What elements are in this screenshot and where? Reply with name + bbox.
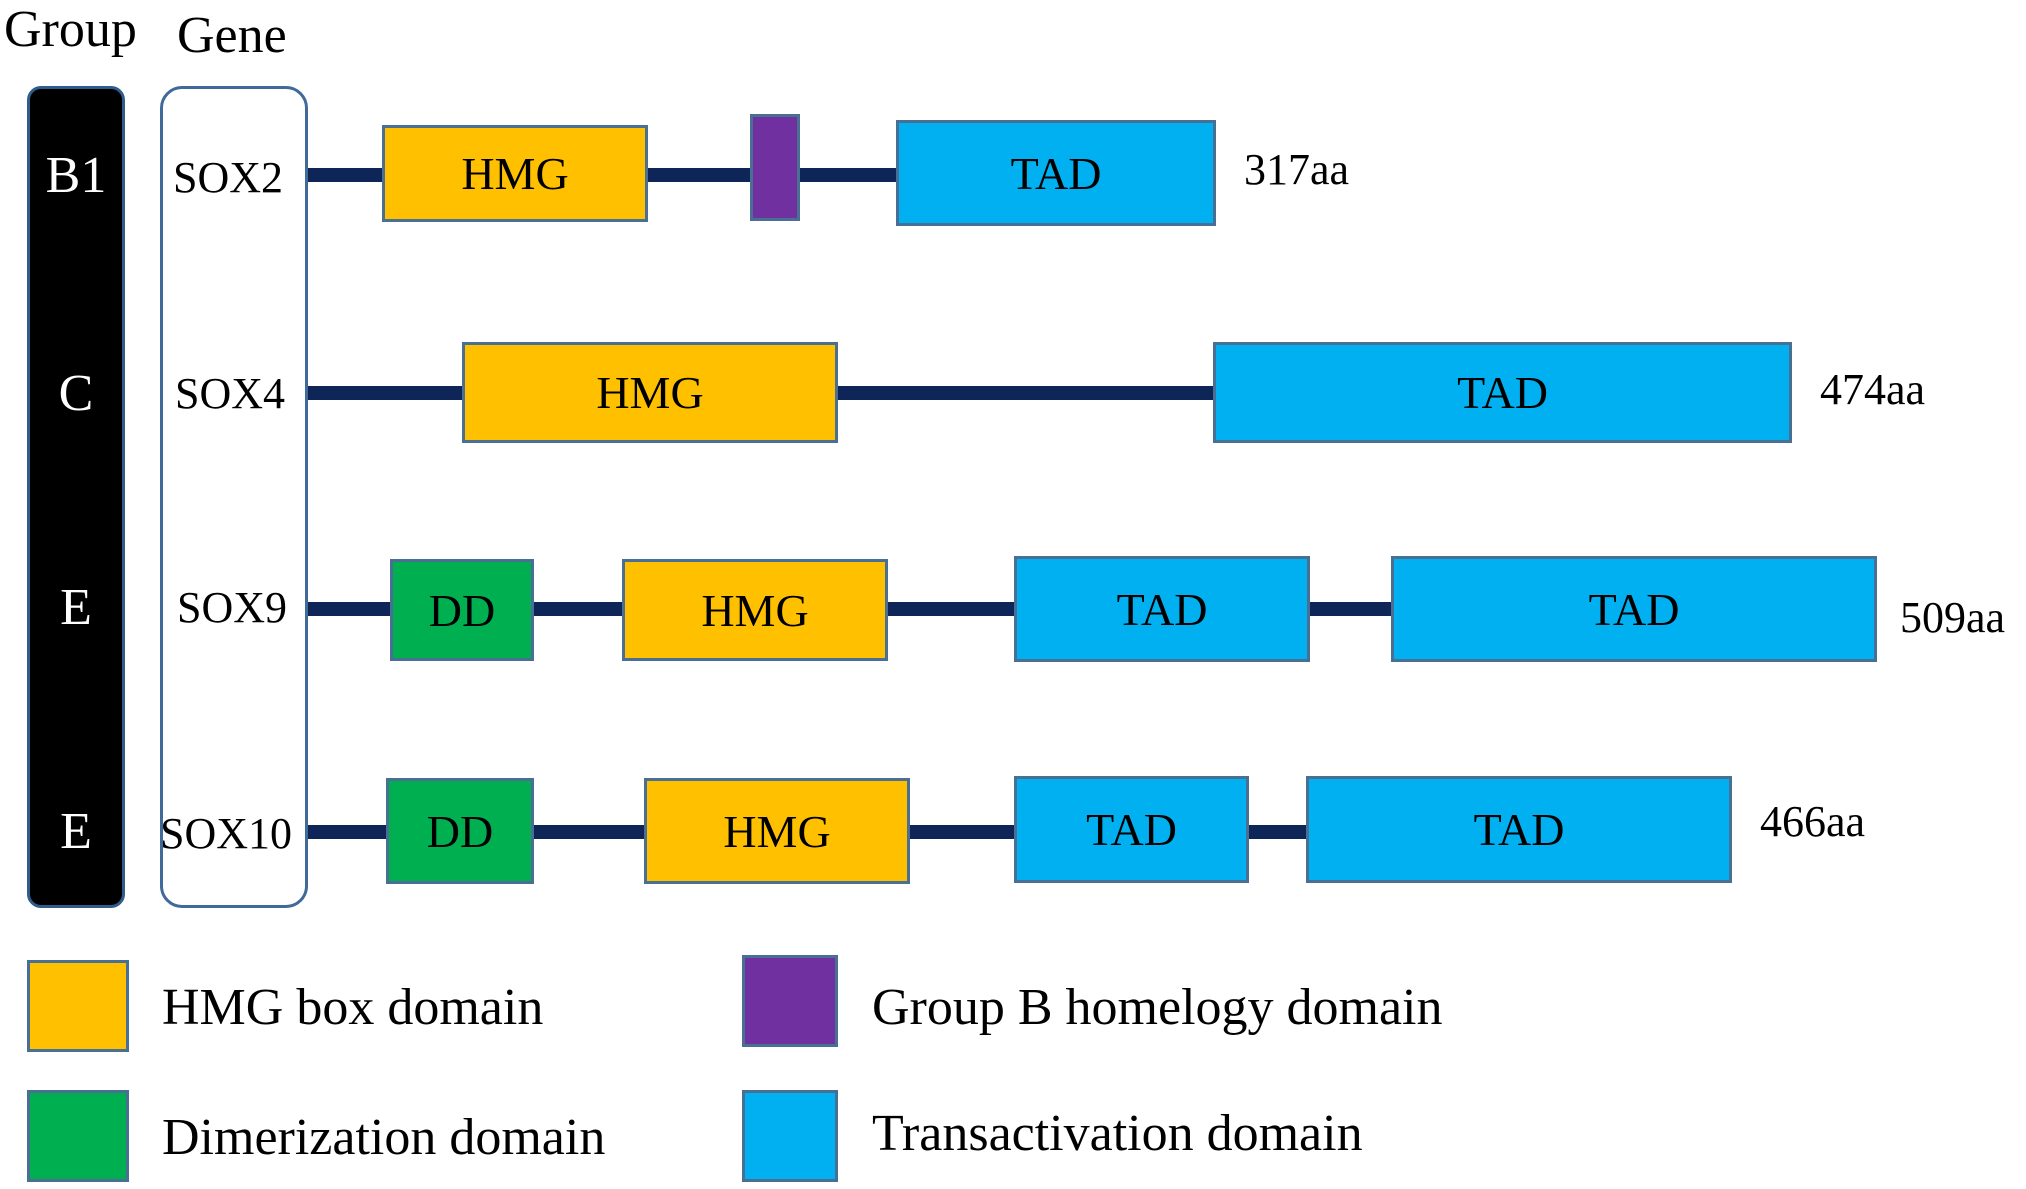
sox10-hmg-domain: HMG <box>644 778 910 884</box>
gene-label-sox9: SOX9 <box>177 583 288 632</box>
sox2-tad-domain: TAD <box>896 120 1216 226</box>
gene-label-sox4: SOX4 <box>175 369 286 418</box>
legend-swatch-hmg <box>27 960 129 1052</box>
domain-label: HMG <box>701 584 809 636</box>
domain-label: TAD <box>1116 583 1208 635</box>
domain-label: TAD <box>1473 804 1565 855</box>
sox9-dd-domain: DD <box>390 559 534 661</box>
domain-label: HMG <box>461 148 569 199</box>
legend-label-hmg: HMG box domain <box>162 979 544 1036</box>
sox10-length: 466aa <box>1760 797 1866 846</box>
legend-label-dd: Dimerization domain <box>162 1109 606 1166</box>
sox9-tad-domain-1: TAD <box>1014 556 1310 662</box>
sox4-tad-domain: TAD <box>1213 342 1792 443</box>
sox4-hmg-domain: HMG <box>462 342 838 443</box>
domain-label: HMG <box>723 805 831 857</box>
gene-column <box>160 86 308 908</box>
legend-label-group-b-homology: Group B homelogy domain <box>872 979 1443 1036</box>
sox2-hmg-domain: HMG <box>382 125 648 222</box>
sox4-length: 474aa <box>1820 365 1926 414</box>
group-label-row-3: E <box>60 579 92 636</box>
group-label-row-4: E <box>60 803 92 860</box>
domain-label: TAD <box>1457 367 1548 418</box>
gene-column-header: Gene <box>177 7 287 64</box>
sox10-tad-domain-1: TAD <box>1014 776 1249 883</box>
sox9-hmg-domain: HMG <box>622 559 888 661</box>
group-label-row-1: B1 <box>45 147 107 204</box>
sox9-tad-domain-2: TAD <box>1391 556 1877 662</box>
legend-swatch-group-b-homology <box>742 955 838 1047</box>
domain-label: DD <box>428 584 496 636</box>
legend-label-tad: Transactivation domain <box>872 1105 1363 1162</box>
group-label-row-2: C <box>58 365 94 422</box>
domain-label: TAD <box>1086 804 1177 855</box>
sox2-group-b-homology-domain <box>750 114 800 221</box>
gene-label-sox2: SOX2 <box>173 153 284 202</box>
domain-label: DD <box>426 805 494 857</box>
sox2-length: 317aa <box>1244 145 1350 194</box>
domain-label: HMG <box>596 367 704 418</box>
group-column <box>27 86 125 908</box>
domain-label: TAD <box>1588 583 1680 635</box>
domain-label: TAD <box>1010 147 1102 199</box>
group-column-header: Group <box>4 1 137 58</box>
legend-swatch-tad <box>742 1090 838 1182</box>
sox9-length: 509aa <box>1900 593 2006 642</box>
sox10-dd-domain: DD <box>386 778 534 884</box>
gene-label-sox10: SOX10 <box>160 809 293 858</box>
sox10-tad-domain-2: TAD <box>1306 776 1732 883</box>
legend-swatch-dd <box>27 1090 129 1182</box>
